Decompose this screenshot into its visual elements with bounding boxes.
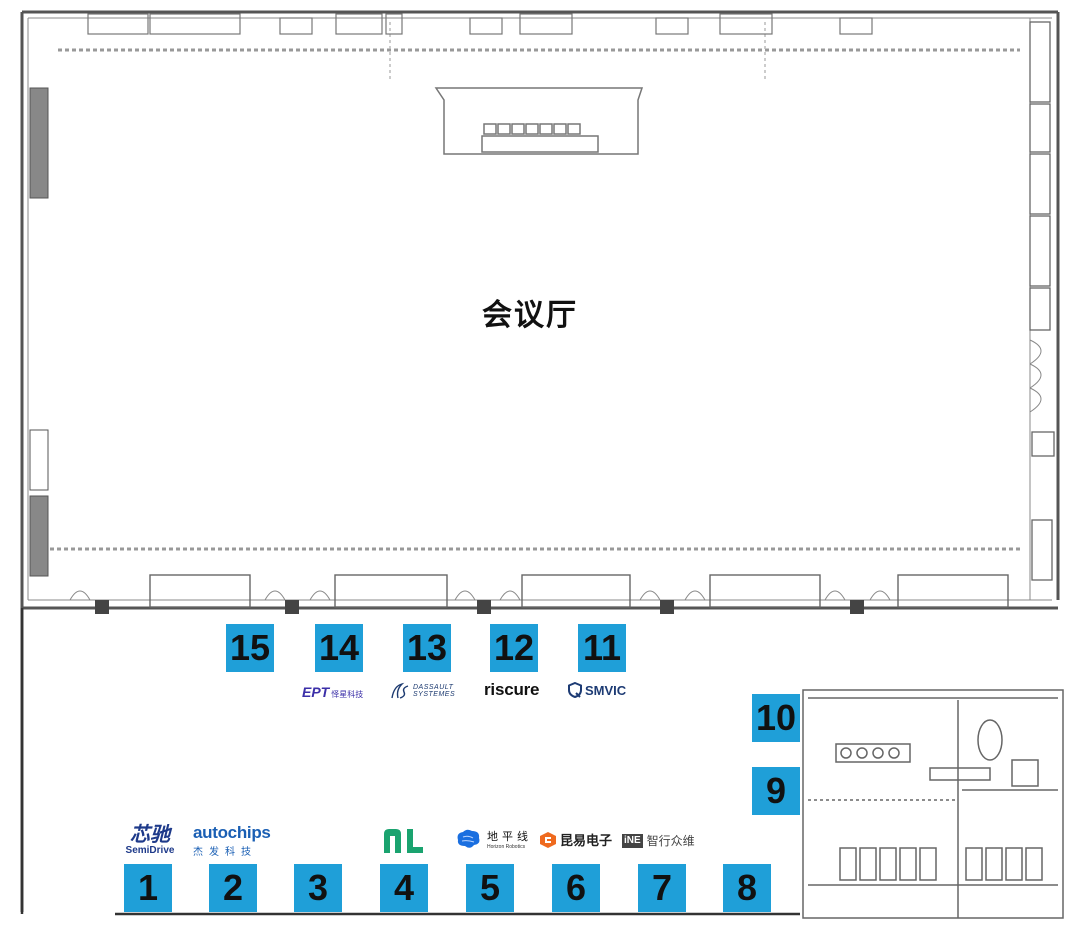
bottom-counters — [149, 574, 1009, 608]
dassault-logo: DASSAULT SYSTEMES — [390, 682, 455, 700]
booth-3[interactable]: 3 — [294, 864, 342, 912]
bottom-doors — [69, 590, 891, 601]
dassault-logo-line1: DASSAULT — [413, 684, 454, 691]
restroom-block — [802, 689, 1064, 919]
booth-5[interactable]: 5 — [466, 864, 514, 912]
booth-7[interactable]: 7 — [638, 864, 686, 912]
booth-10[interactable]: 10 — [752, 694, 800, 742]
booth-9[interactable]: 9 — [752, 767, 800, 815]
autochips-logo-en: autochips — [193, 823, 271, 842]
hall-outer-wall — [20, 10, 1060, 912]
semidrive-logo-en: SemiDrive — [125, 845, 175, 856]
stage — [434, 87, 644, 155]
booth-4[interactable]: 4 — [380, 864, 428, 912]
smvic-shield-icon — [568, 682, 582, 698]
right-doors — [1029, 339, 1042, 413]
ni-logo-mark — [384, 829, 423, 853]
exhibit-outline — [20, 608, 800, 916]
smvic-logo-en: SMVIC — [585, 682, 627, 698]
ni-logo — [383, 828, 425, 858]
kunyi-logo: 昆易电子 — [540, 830, 612, 849]
right-wall-fixtures — [1029, 21, 1055, 581]
kunyi-e-icon — [540, 831, 556, 848]
semidrive-logo-cn: 芯驰 — [130, 822, 170, 846]
smvic-logo: SMVIC — [568, 682, 626, 698]
horizon-logo-en: Horizon Robotics — [487, 844, 526, 850]
booth-12[interactable]: 12 — [490, 624, 538, 672]
ept-logo-en: EPT — [302, 684, 330, 700]
zhixing-logo-cn: 智行众维 — [646, 834, 695, 848]
riscure-logo: riscure — [484, 680, 540, 699]
bottom-wall-posts — [95, 600, 864, 614]
ept-logo-cn: 怿星科技 — [331, 690, 364, 699]
top-wall-segments — [87, 13, 873, 35]
booth-14[interactable]: 14 — [315, 624, 363, 672]
booth-6[interactable]: 6 — [552, 864, 600, 912]
booth-15[interactable]: 15 — [226, 624, 274, 672]
horizon-robotics-logo: 地平线 Horizon Robotics — [454, 828, 532, 850]
booth-13[interactable]: 13 — [403, 624, 451, 672]
autochips-logo-cn: 杰发科技 — [193, 847, 257, 858]
dassault-ds-icon — [391, 682, 409, 699]
zhixing-logo-badge: iNE — [622, 833, 643, 848]
left-wall-fixtures — [29, 87, 49, 577]
booth-2[interactable]: 2 — [209, 864, 257, 912]
horizon-logo-cn: 地平线 — [487, 830, 532, 843]
autochips-logo: autochips 杰发科技 — [193, 823, 271, 858]
booth-11[interactable]: 11 — [578, 624, 626, 672]
ept-logo: EPT 怿星科技 — [302, 684, 363, 700]
horizon-brain-icon — [457, 829, 480, 848]
kunyi-logo-cn: 昆易电子 — [560, 834, 613, 849]
booth-1[interactable]: 1 — [124, 864, 172, 912]
zhixing-logo: iNE 智行众维 — [622, 832, 695, 849]
booth-8[interactable]: 8 — [723, 864, 771, 912]
dassault-logo-line2: SYSTEMES — [413, 691, 456, 698]
semidrive-logo: 芯驰 SemiDrive — [122, 823, 178, 856]
conference-hall-label: 会议厅 — [482, 298, 578, 333]
vertical-partitions — [389, 22, 766, 80]
